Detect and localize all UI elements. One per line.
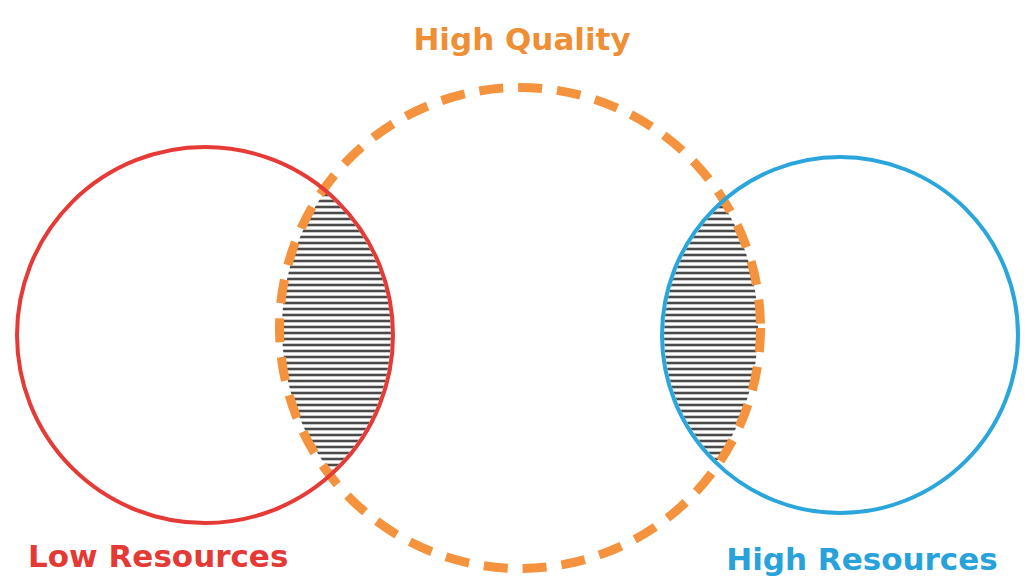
circle-stroke	[662, 157, 1018, 513]
circle-outline	[660, 155, 1020, 515]
circle-stroke	[280, 88, 761, 569]
left-overlap	[270, 180, 400, 480]
dashed-circle: High Quality	[275, 83, 765, 573]
scribble-fill	[270, 180, 400, 480]
circle-stroke	[17, 147, 393, 523]
circle-label: High Resources	[726, 541, 1000, 578]
blue-circle: High Resources	[660, 155, 1020, 515]
circle-label: High Quality	[413, 21, 633, 58]
circle-outline	[15, 145, 395, 525]
scribble-fill	[655, 180, 770, 480]
red-circle: Low Resources	[15, 145, 395, 525]
circle-outline	[275, 83, 765, 573]
circle-label: Low Resources	[28, 538, 291, 575]
right-overlap	[655, 180, 770, 480]
